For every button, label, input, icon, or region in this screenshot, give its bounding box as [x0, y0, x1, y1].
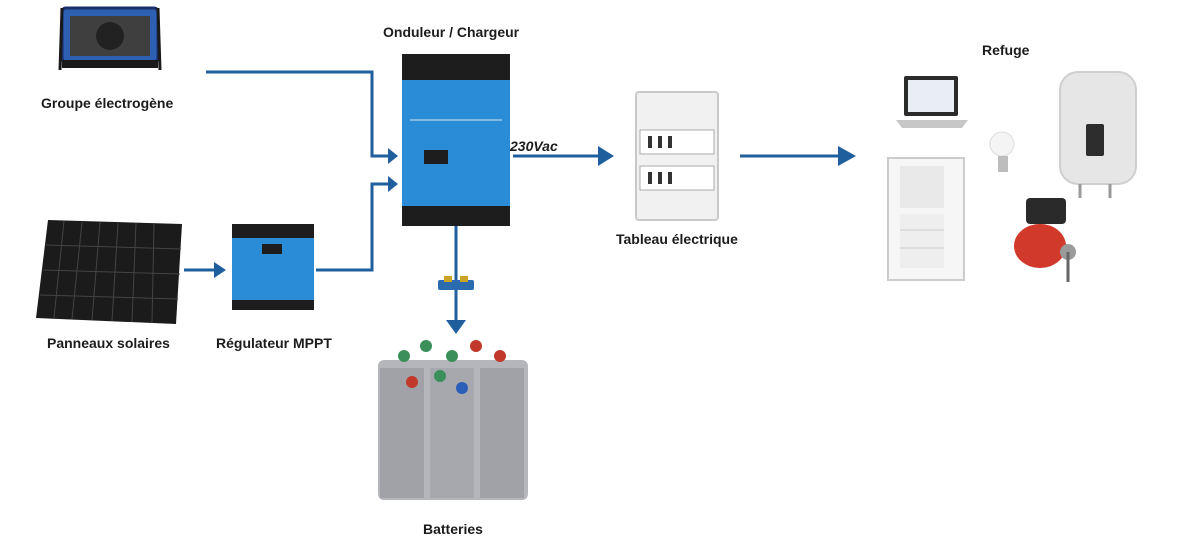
label-generator: Groupe électrogène [41, 95, 174, 111]
arrowhead-batteries [446, 320, 466, 334]
arrow-generator-to-inverter [206, 70, 388, 158]
label-voltage: 230Vac [510, 138, 558, 154]
arrowhead-solar [214, 262, 226, 278]
arrowhead-panel [598, 146, 614, 166]
label-electrical-panel: Tableau électrique [616, 231, 738, 247]
arrowhead-mppt-inverter [388, 176, 398, 192]
label-mppt: Régulateur MPPT [216, 335, 332, 351]
label-solar-panels: Panneaux solaires [47, 335, 170, 351]
arrow-mppt-to-inverter [316, 182, 388, 272]
label-inverter: Onduleur / Chargeur [383, 24, 520, 40]
label-refuge: Refuge [982, 42, 1030, 58]
arrowhead-generator [388, 148, 398, 164]
arrowhead-refuge [838, 146, 856, 166]
label-batteries: Batteries [423, 521, 483, 537]
